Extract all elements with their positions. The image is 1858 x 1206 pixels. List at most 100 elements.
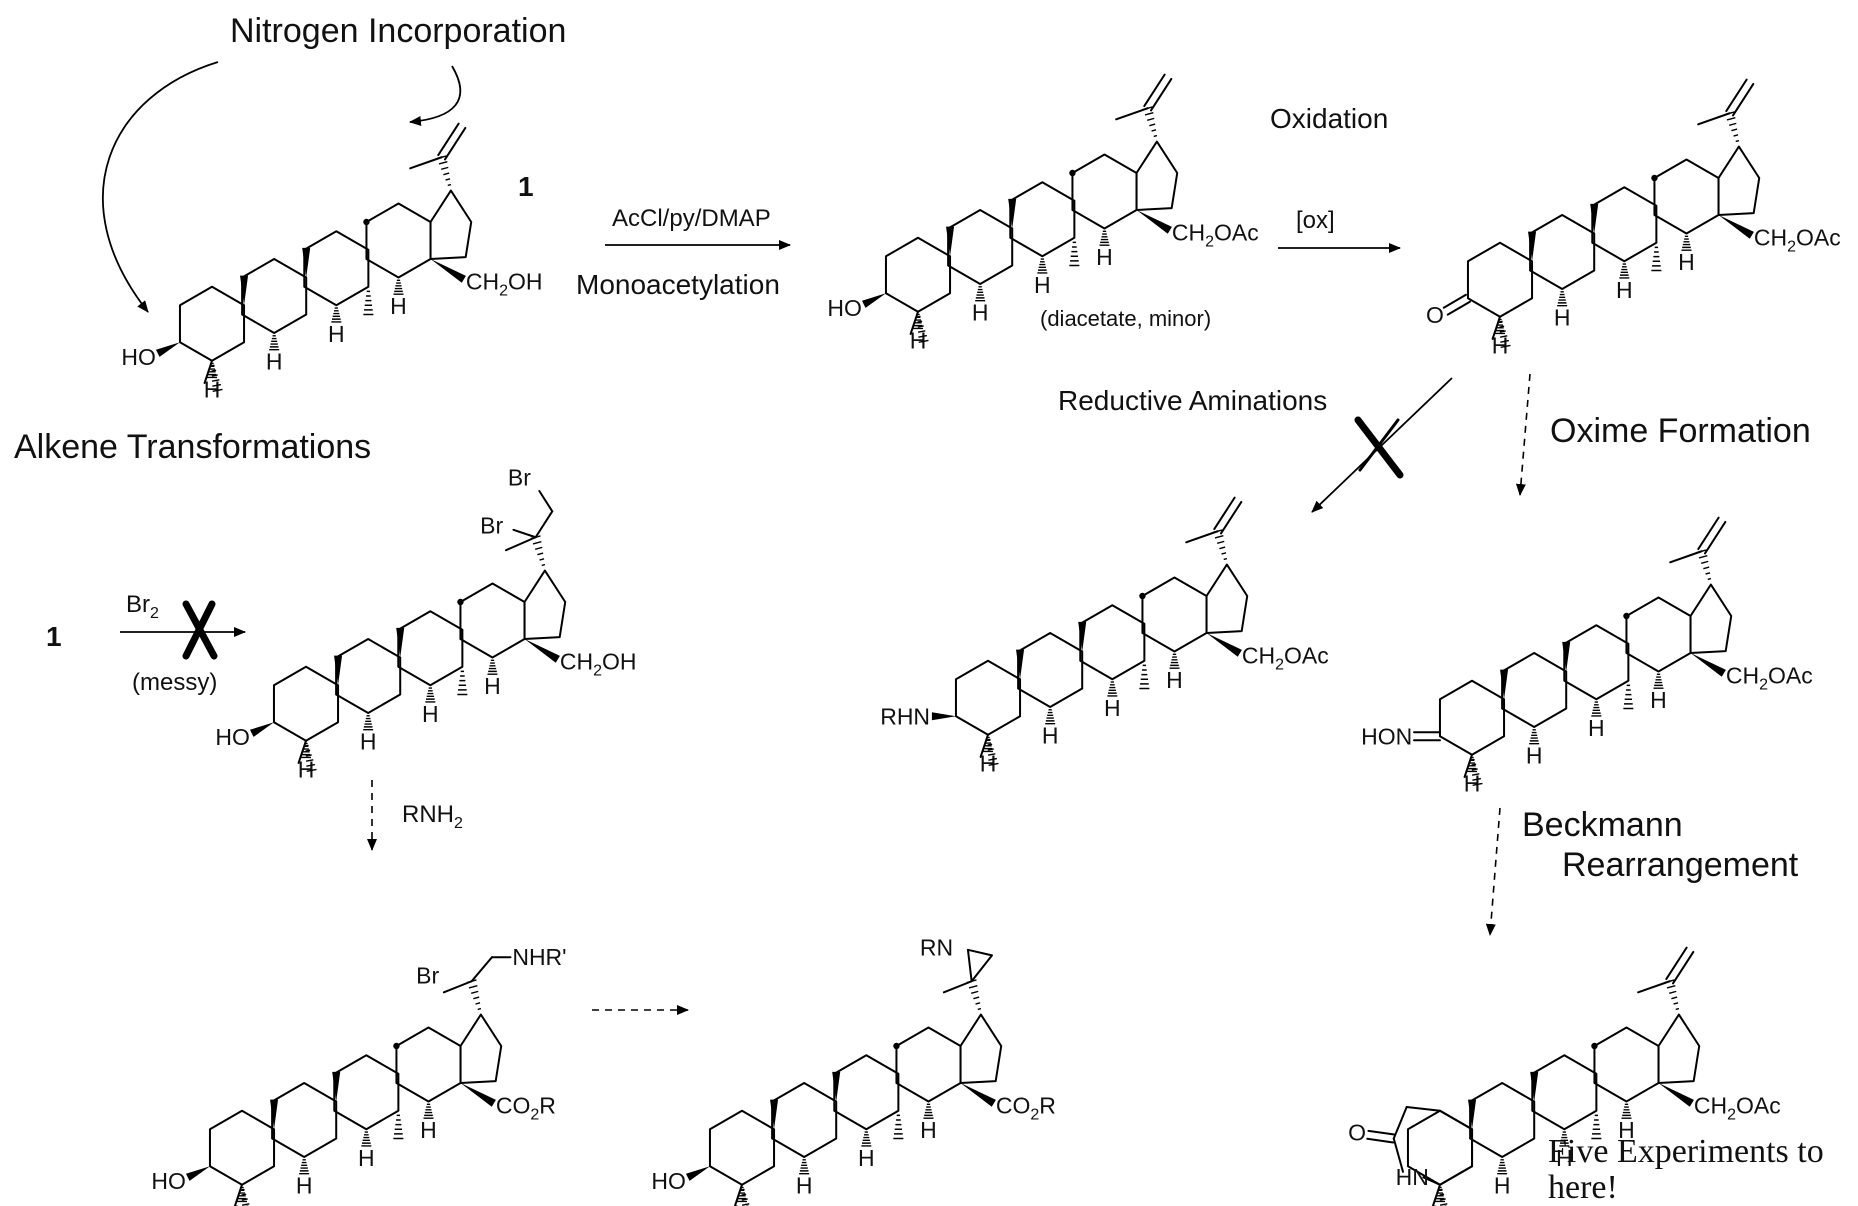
- ring-C: [397, 610, 464, 687]
- isopropenyl-bond: [966, 979, 982, 1011]
- ring-A: [272, 665, 340, 742]
- compound-label-1-left: 1: [46, 621, 62, 652]
- atom-co2r: CO2R: [996, 1092, 1056, 1123]
- heading-alkene-transformations: Alkene Transformations: [14, 428, 371, 466]
- methyl-bond: [1185, 530, 1219, 544]
- hash-bond-h: [1107, 681, 1118, 697]
- lactam-bond: [1392, 1137, 1404, 1173]
- lactam-bond: [1439, 1109, 1474, 1131]
- atom-ch2or: CH2OAc: [1694, 1092, 1781, 1123]
- c28-wedge-bond: [960, 1083, 996, 1107]
- label-monoacetylation: Monoacetylation: [576, 269, 780, 300]
- hash-bond-h: [361, 1131, 372, 1147]
- hash-bond-h: [1621, 1103, 1632, 1119]
- h-label: H: [296, 1173, 313, 1199]
- hash-bond-h: [1529, 729, 1540, 745]
- h-label: H: [1034, 272, 1051, 298]
- compound-label-1-top: 1: [518, 171, 534, 202]
- carbonyl-bond: [1366, 1137, 1395, 1144]
- angular-methyl: [334, 655, 343, 686]
- h-label: H: [796, 1173, 813, 1199]
- h-label: H: [1650, 687, 1667, 713]
- angular-methyl: [270, 1099, 279, 1130]
- h-label: H: [360, 729, 377, 755]
- stereo-dot: [1623, 612, 1630, 620]
- carbonyl-bond: [1446, 300, 1471, 316]
- hash-bond-h: [1653, 673, 1664, 689]
- ring-E: [959, 1013, 1003, 1084]
- h-label: H: [1616, 277, 1633, 303]
- ring-C: [1079, 604, 1146, 681]
- atom-ho: HO: [151, 1168, 186, 1194]
- methyl-bond: [409, 156, 443, 170]
- failed-reaction-cross-bromination: [182, 600, 218, 660]
- ring-A: [1438, 679, 1506, 756]
- gem-dimethyl: [203, 359, 213, 384]
- molecule-lactam: CH2OAcHHHHOHN: [1348, 946, 1781, 1206]
- ring-D: [1653, 158, 1720, 235]
- c28-wedge-bond: [1658, 1083, 1694, 1107]
- angular-methyl: [396, 627, 405, 658]
- angular-methyl: [1069, 241, 1080, 267]
- ring-D: [365, 202, 432, 279]
- h-label: H: [1432, 1200, 1449, 1206]
- alkene-bond: [437, 122, 460, 157]
- atom-ho: HO: [827, 295, 862, 321]
- angular-methyl: [1623, 684, 1634, 710]
- atom-rhn: RHN: [880, 703, 930, 729]
- gem-dimethyl: [741, 1188, 750, 1206]
- angular-methyl: [1078, 621, 1087, 652]
- angular-methyl: [832, 1071, 841, 1102]
- gem-dimethyl: [211, 364, 223, 392]
- h-label: H: [328, 321, 345, 347]
- ring-B: [241, 258, 308, 334]
- reagent-acetylation: AcCl/py/DMAP: [612, 205, 771, 232]
- angular-methyl: [1468, 1099, 1477, 1130]
- ring-C: [1009, 181, 1076, 258]
- h-label: H: [1166, 667, 1183, 693]
- angular-methyl: [363, 290, 374, 316]
- arrow-oxime-formation: [1515, 373, 1531, 496]
- h-label: H: [858, 1145, 875, 1171]
- ring-E: [459, 1013, 503, 1084]
- molecule-aziridine: RNCO2RHHHHHO: [651, 934, 1056, 1206]
- alkene-bond: [1665, 946, 1688, 981]
- gem-dimethyl: [733, 1183, 743, 1206]
- ring-C: [333, 1054, 400, 1131]
- ring-E: [1717, 145, 1761, 216]
- ring-B: [771, 1082, 838, 1158]
- stereo-dot: [893, 1042, 900, 1050]
- bond: [534, 510, 554, 539]
- hash-bond-h: [269, 335, 280, 351]
- reagent-br2: Br2: [126, 591, 159, 622]
- c3-wedge-bond: [249, 722, 274, 737]
- heading-nitrogen-incorporation: Nitrogen Incorporation: [230, 12, 566, 50]
- angular-methyl: [770, 1099, 779, 1130]
- curved-arrow-to-hydroxyl: [101, 61, 219, 313]
- hash-bond-h: [331, 307, 342, 323]
- hash-bond-h: [1045, 709, 1056, 725]
- gem-dimethyl: [1471, 758, 1483, 786]
- c28-wedge-bond: [430, 259, 466, 283]
- c3-wedge-bond: [155, 342, 180, 357]
- ring-A: [1466, 241, 1534, 318]
- isopropenyl-bond: [530, 535, 546, 567]
- gem-dimethyl: [305, 744, 317, 772]
- atom-br: Br: [416, 962, 439, 988]
- methyl-bond: [942, 980, 973, 994]
- angular-methyl: [1139, 664, 1150, 690]
- alkene-bond: [1671, 950, 1695, 985]
- alkene-bond: [1697, 516, 1720, 551]
- gem-dimethyl: [1431, 1183, 1441, 1206]
- note-here: here!: [1548, 1169, 1618, 1206]
- isopropenyl-bond: [1724, 111, 1740, 143]
- lactam-bond: [1439, 1165, 1474, 1186]
- alkene-bond: [1149, 77, 1173, 112]
- ring-A: [884, 236, 952, 313]
- h-label: H: [266, 349, 283, 375]
- ring-B: [1469, 1082, 1536, 1158]
- atom-ho: HO: [215, 724, 250, 750]
